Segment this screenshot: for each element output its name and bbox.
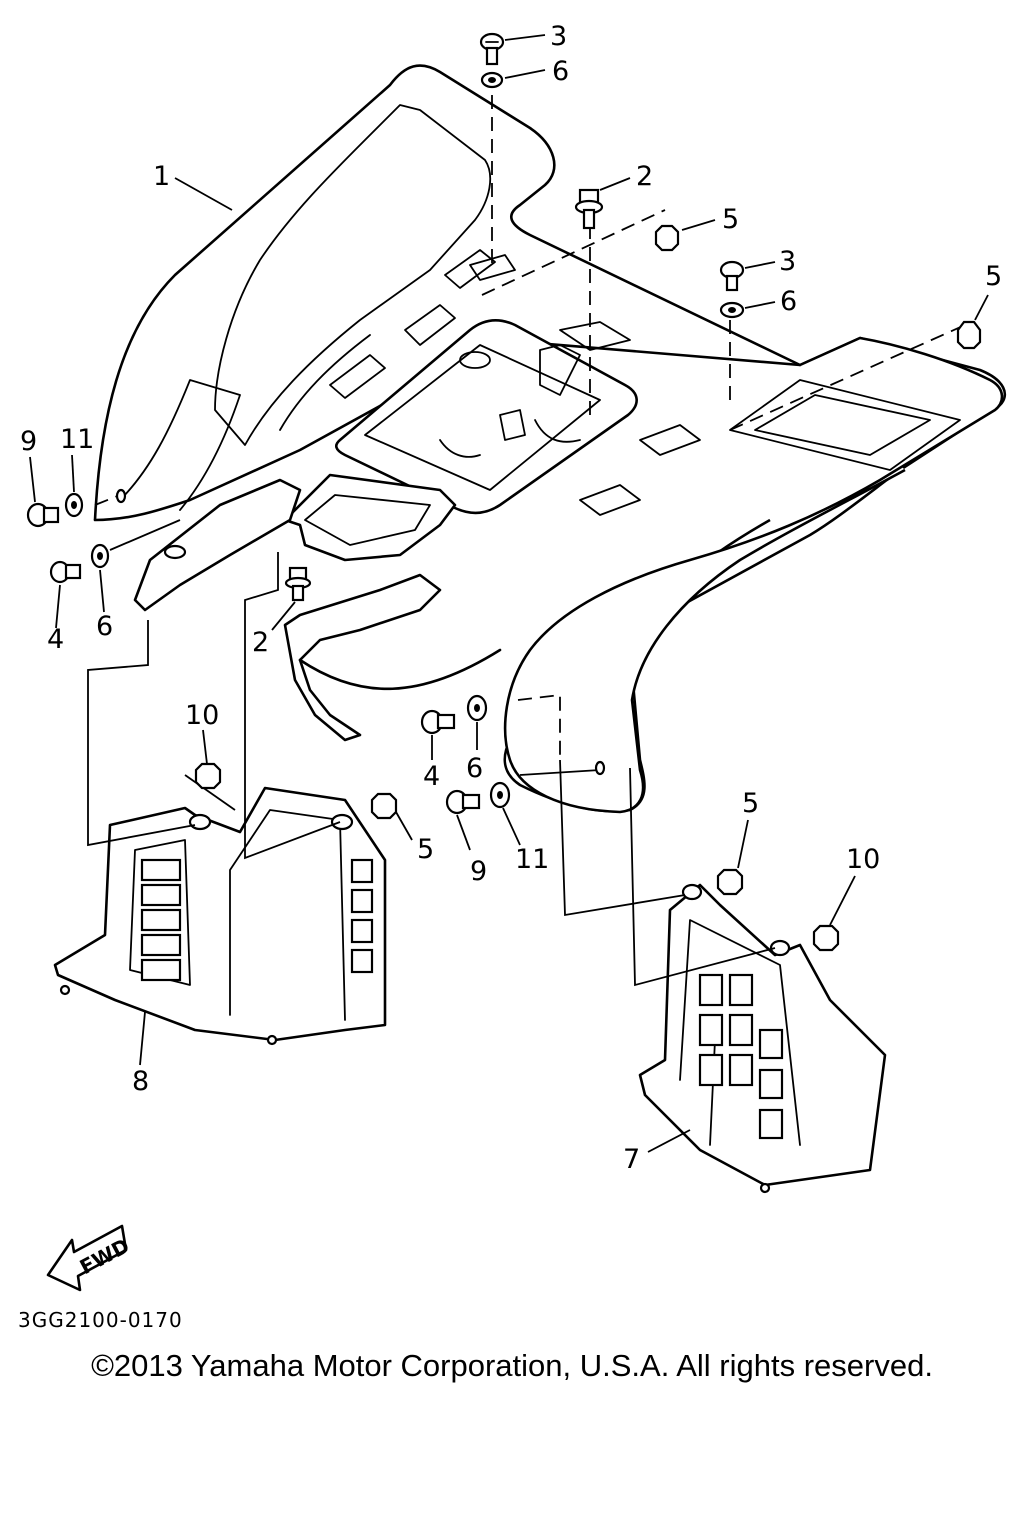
nut-5-top xyxy=(654,224,680,252)
callout-7: 7 xyxy=(623,1144,640,1175)
fwd-arrow-icon: FWD xyxy=(46,1224,133,1292)
callout-6-right: 6 xyxy=(780,286,797,317)
callout-6-top: 6 xyxy=(552,56,569,87)
nut-5-right-lower xyxy=(716,868,744,896)
callout-4-left: 4 xyxy=(47,624,64,655)
callout-5-mid: 5 xyxy=(417,834,434,865)
callout-1: 1 xyxy=(153,161,170,192)
callout-5-far-right: 5 xyxy=(985,261,1002,292)
bolt-3-top xyxy=(479,32,505,66)
callout-5-right-lower: 5 xyxy=(742,788,759,819)
bolt-9-left xyxy=(26,502,60,528)
bolt-4-right xyxy=(420,709,456,735)
callout-6-left: 6 xyxy=(96,611,113,642)
callout-3-right: 3 xyxy=(779,246,796,277)
mud-flap-right-part-7 xyxy=(638,883,887,1194)
callout-9-left: 9 xyxy=(20,426,37,457)
callout-2-top: 2 xyxy=(636,161,653,192)
nut-10-left xyxy=(194,762,222,790)
nut-10-right xyxy=(812,924,840,952)
callout-numbers: 3 6 1 2 5 3 6 5 9 11 4 6 2 10 5 4 6 9 11… xyxy=(20,21,1002,1175)
callout-2-lower: 2 xyxy=(252,627,269,658)
part-code: 3GG2100-0170 xyxy=(18,1308,183,1332)
callout-6-right-lower: 6 xyxy=(466,753,483,784)
assembly-lines xyxy=(87,95,966,987)
callout-8: 8 xyxy=(132,1066,149,1097)
mud-flap-left-part-8 xyxy=(53,786,387,1046)
callout-leaders xyxy=(29,34,989,1153)
callout-11-left: 11 xyxy=(60,424,94,455)
callout-4-right: 4 xyxy=(423,761,440,792)
callout-5-top: 5 xyxy=(722,204,739,235)
callout-11-right: 11 xyxy=(515,844,549,875)
bolt-2-lower xyxy=(284,566,312,602)
hardware xyxy=(26,32,982,952)
bolt-2-top xyxy=(574,188,604,230)
bolt-9-right xyxy=(445,789,481,815)
callout-3-top: 3 xyxy=(550,21,567,52)
callout-10-left: 10 xyxy=(185,700,219,731)
callout-9-right: 9 xyxy=(470,856,487,887)
nut-5-mid xyxy=(370,792,398,820)
callout-10-right: 10 xyxy=(846,844,880,875)
bolt-4-left xyxy=(49,560,82,584)
copyright-notice: ©2013 Yamaha Motor Corporation, U.S.A. A… xyxy=(91,1348,933,1383)
rear-fender-part-1 xyxy=(93,64,1006,814)
bolt-3-right xyxy=(719,260,745,292)
nut-5-far-right xyxy=(956,320,982,350)
